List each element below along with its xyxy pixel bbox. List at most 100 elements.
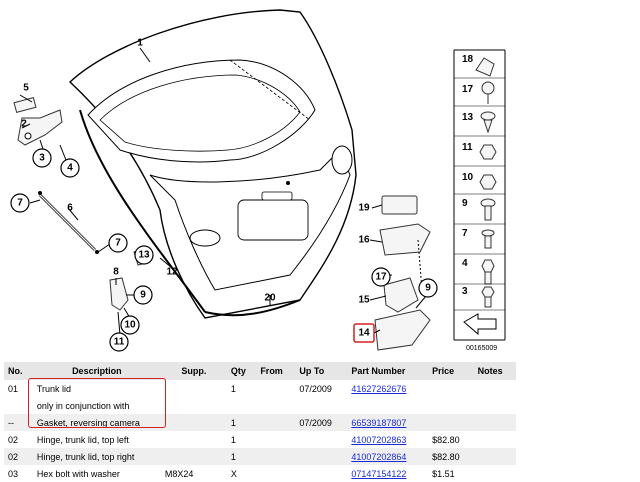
svg-text:7: 7 xyxy=(17,198,23,209)
callout-16: 16 xyxy=(358,235,370,246)
sidebar-row-3: 3 xyxy=(454,286,505,311)
svg-text:20: 20 xyxy=(264,293,276,304)
svg-text:5: 5 xyxy=(23,83,29,94)
cell-supp xyxy=(160,448,227,465)
callout-7a: 7 xyxy=(10,193,30,213)
trunk-lid-illustration xyxy=(68,9,357,319)
svg-text:9: 9 xyxy=(462,198,468,209)
cell-price: $82.80 xyxy=(432,434,460,445)
table-row: -- Gasket, reversing camera 1 07/2009 66… xyxy=(4,414,516,431)
table-row: 03 Hex bolt with washer M8X24 X 07147154… xyxy=(4,465,516,482)
sidebar-row-11: 11 xyxy=(454,142,505,167)
cell-qty: 1 xyxy=(226,414,257,431)
callout-5: 5 xyxy=(23,83,29,94)
cell-from xyxy=(256,431,295,448)
cell-description: Hinge, trunk lid, top right xyxy=(32,448,161,465)
svg-text:8: 8 xyxy=(113,267,119,278)
svg-text:19: 19 xyxy=(358,203,370,214)
part-number-link[interactable]: 07147154122 xyxy=(351,468,407,479)
callout-1: 1 xyxy=(137,38,143,49)
cell-upto xyxy=(295,448,348,465)
header-from: From xyxy=(256,362,296,380)
cell-no xyxy=(4,397,33,414)
svg-text:10: 10 xyxy=(124,320,136,331)
svg-text:4: 4 xyxy=(462,258,468,269)
sidebar-row-7: 7 xyxy=(454,228,505,255)
callout-10: 10 xyxy=(120,315,140,335)
table-row: 01 Trunk lid 1 07/2009 41627262676 xyxy=(4,380,516,397)
cell-supp xyxy=(161,380,227,397)
small-parts-column: 18 17 13 11 10 9 7 xyxy=(453,49,506,341)
cell-upto: 07/2009 xyxy=(295,414,348,431)
arrow-icon xyxy=(463,313,497,336)
cell-price xyxy=(428,414,474,431)
cell-description: Trunk lid xyxy=(36,383,72,394)
callout-15: 15 xyxy=(358,295,370,306)
cell-no: 02 xyxy=(8,434,19,445)
svg-text:4: 4 xyxy=(67,163,73,174)
cell-no: 01 xyxy=(8,383,19,394)
cell-notes xyxy=(474,431,516,448)
cell-notes xyxy=(473,414,516,431)
table-row: only in conjunction with xyxy=(4,397,516,414)
callout-6: 6 xyxy=(67,203,73,214)
callout-9a: 9 xyxy=(133,285,153,305)
cell-part: 41007202864 xyxy=(347,448,429,465)
svg-text:13: 13 xyxy=(138,250,150,261)
cell-part: 41007202863 xyxy=(347,431,428,448)
cell-from xyxy=(256,380,295,397)
cell-description: only in conjunction with xyxy=(36,400,130,411)
sidebar-row-17: 17 xyxy=(454,81,505,107)
part-number-link[interactable]: 41007202864 xyxy=(351,451,407,462)
header-no: No. xyxy=(4,362,33,380)
table-header-row: No. Description Supp. Qty From Up To Par… xyxy=(4,362,516,380)
cell-supp: M8X24 xyxy=(164,468,194,479)
svg-text:3: 3 xyxy=(462,286,468,297)
callout-7b: 7 xyxy=(108,233,128,253)
cell-supp xyxy=(160,414,227,431)
header-upto: Up To xyxy=(295,362,348,380)
cell-description: Hex bolt with washer xyxy=(36,468,120,479)
svg-text:7: 7 xyxy=(115,238,121,249)
cell-upto xyxy=(295,431,347,448)
callout-13: 13 xyxy=(134,245,154,265)
svg-text:9: 9 xyxy=(425,283,431,294)
callout-8: 8 xyxy=(113,267,119,278)
callout-20: 20 xyxy=(264,293,276,304)
svg-text:16: 16 xyxy=(358,235,370,246)
cell-upto xyxy=(295,397,347,414)
sidebar-row-10: 10 xyxy=(454,172,505,195)
svg-text:15: 15 xyxy=(358,295,370,306)
part-number-link[interactable]: 41627262676 xyxy=(351,383,407,394)
cell-qty xyxy=(227,397,256,414)
cell-qty: 1 xyxy=(230,434,236,445)
header-price: Price xyxy=(428,362,474,380)
cell-notes xyxy=(473,448,516,465)
svg-text:17: 17 xyxy=(375,272,387,283)
svg-text:11: 11 xyxy=(114,337,125,348)
header-qty: Qty xyxy=(226,362,257,380)
sidebar-row-4: 4 xyxy=(454,258,505,285)
cell-qty: 1 xyxy=(230,383,236,394)
header-part: Part Number xyxy=(347,362,429,380)
cell-notes xyxy=(474,380,516,397)
part-number-link[interactable]: 41007202863 xyxy=(351,434,407,445)
cell-part xyxy=(347,397,428,414)
svg-text:18: 18 xyxy=(462,54,474,65)
svg-text:13: 13 xyxy=(462,112,474,123)
part-number-link[interactable]: 66539187807 xyxy=(351,417,407,428)
callout-11: 11 xyxy=(109,332,129,352)
cell-price xyxy=(428,397,474,414)
cell-price: $1.51 xyxy=(432,468,455,479)
svg-text:12: 12 xyxy=(166,267,178,278)
callout-4: 4 xyxy=(60,158,80,178)
cell-description: Hinge, trunk lid, top left xyxy=(36,434,129,445)
cell-part: 07147154122 xyxy=(347,465,428,482)
cell-notes xyxy=(474,465,516,482)
diagram-ref-code: 00165009 xyxy=(466,345,497,352)
svg-text:2: 2 xyxy=(21,119,27,130)
table-row: 02 Hinge, trunk lid, top right 1 4100720… xyxy=(4,448,516,465)
callout-9b: 9 xyxy=(418,278,438,298)
svg-text:3: 3 xyxy=(39,153,45,164)
cell-part: 41627262676 xyxy=(347,380,428,397)
